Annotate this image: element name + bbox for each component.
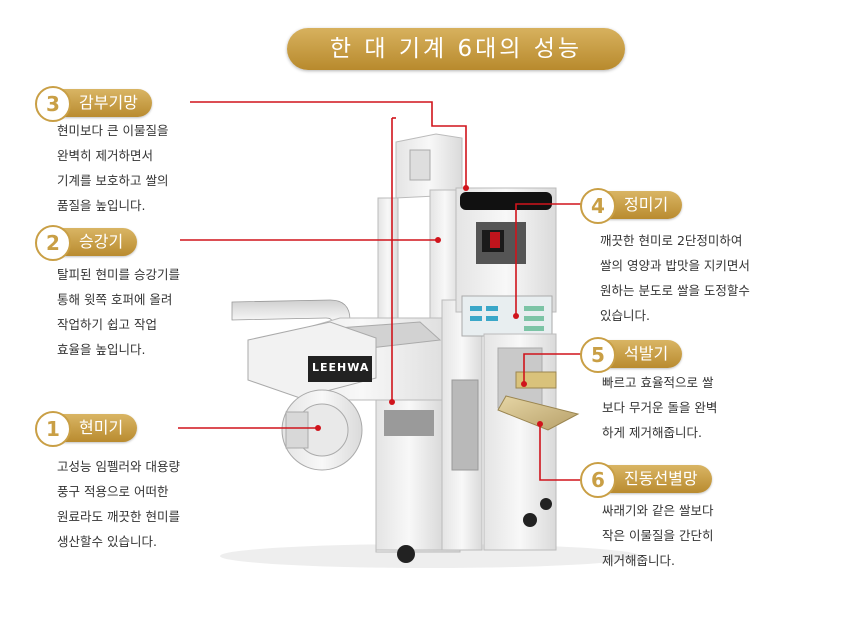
desc-feature-1: 고성능 임펠러와 대용량 풍구 적용으로 어떠한 원료라도 깨끗한 현미를 생산… [57, 459, 180, 549]
desc-feature-2: 탈피된 현미를 승강기를 통해 윗쪽 호퍼에 올려 작업하기 쉽고 작업 효율을… [57, 267, 180, 357]
label-feature-2: 2 승강기 [35, 225, 138, 261]
badge-number-1: 1 [35, 411, 71, 447]
label-feature-3: 3 감부기망 [35, 86, 152, 122]
desc-feature-6: 싸래기와 같은 쌀보다 작은 이물질을 간단히 제거해줍니다. [602, 503, 714, 568]
label-feature-4: 4 정미기 [580, 188, 683, 224]
desc-feature-4: 깨끗한 현미로 2단정미하여 쌀의 영양과 밥맛을 지키면서 원하는 분도로 쌀… [600, 233, 750, 323]
badge-number-3: 3 [35, 86, 71, 122]
badge-number-4: 4 [580, 188, 616, 224]
brand-plate: LEEHWA [312, 361, 370, 374]
page-title: 한 대 기계 6대의 성능 [287, 28, 625, 70]
desc-feature-3: 현미보다 큰 이물질을 완벽히 제거하면서 기계를 보호하고 쌀의 품질을 높입… [57, 123, 169, 213]
badge-number-2: 2 [35, 225, 71, 261]
label-feature-6: 6 진동선별망 [580, 462, 712, 498]
badge-number-5: 5 [580, 337, 616, 373]
desc-feature-5: 빠르고 효율적으로 쌀 보다 무거운 돌을 완벽 하게 제거해줍니다. [602, 375, 718, 440]
label-feature-1: 1 현미기 [35, 411, 138, 447]
badge-number-6: 6 [580, 462, 616, 498]
label-feature-5: 5 석발기 [580, 337, 683, 373]
